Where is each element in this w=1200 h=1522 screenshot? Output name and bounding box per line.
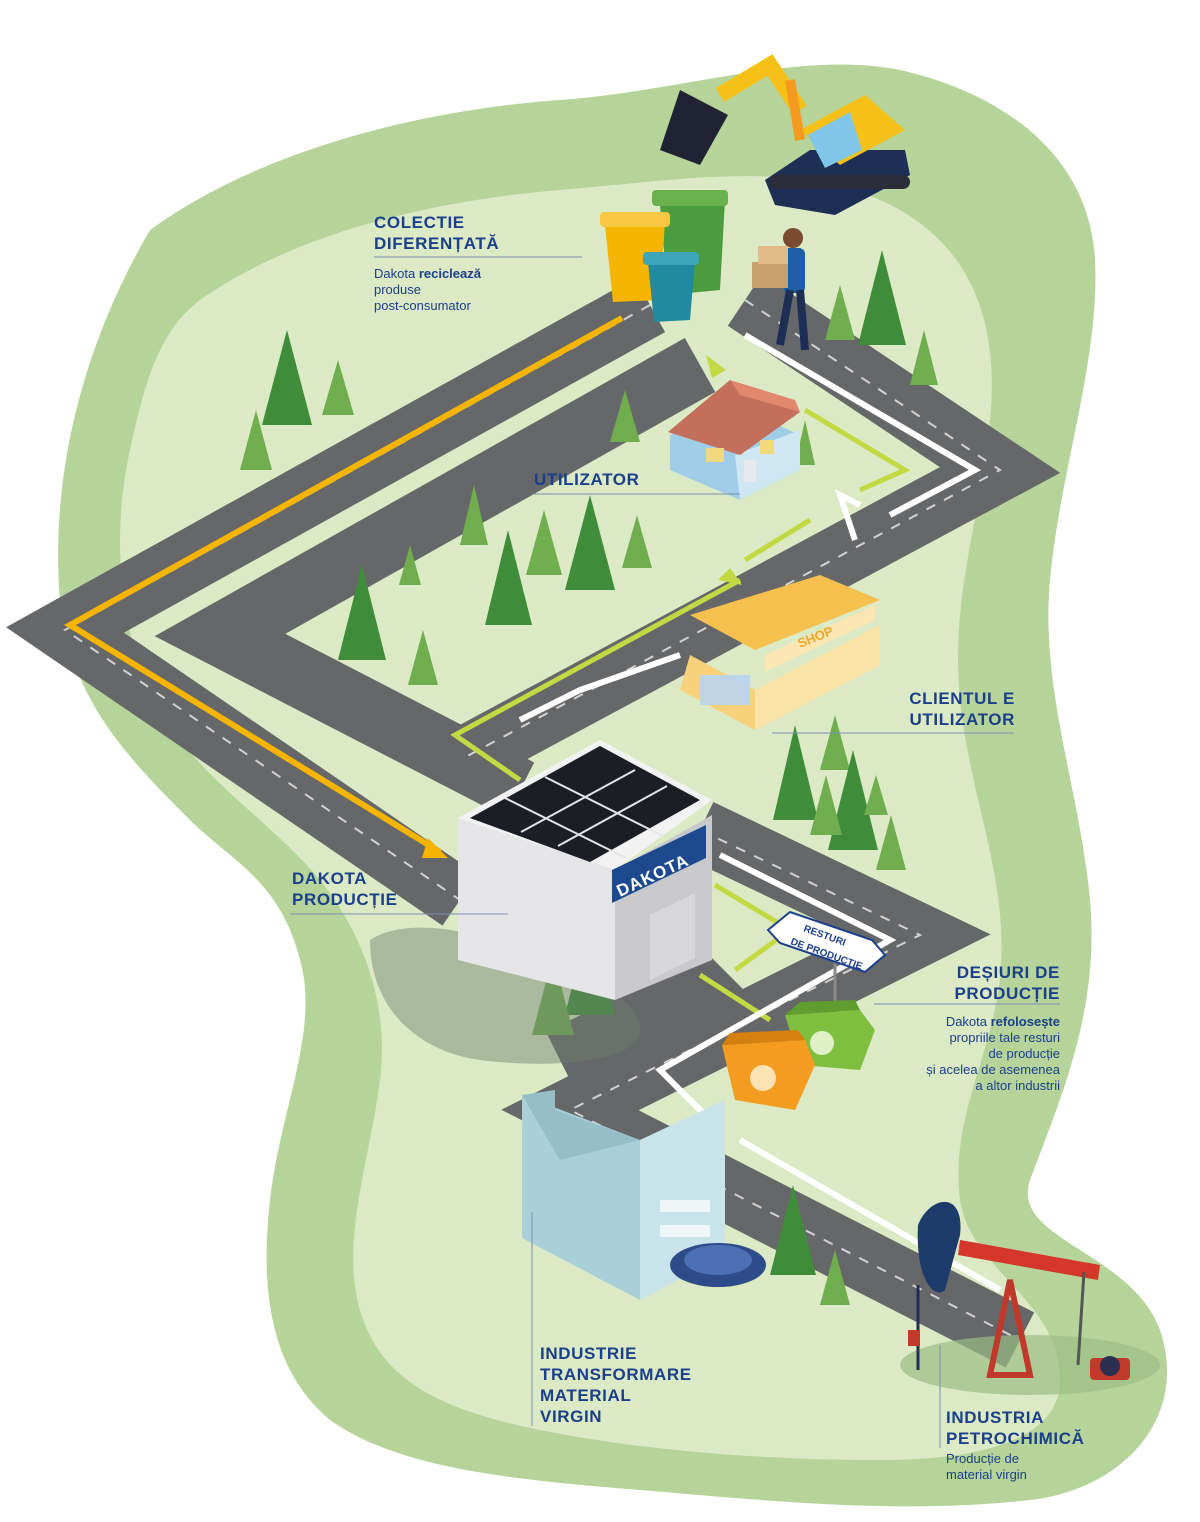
lime-flow-path [450, 577, 742, 783]
lime-flow-path-3 [803, 407, 911, 493]
label-dakota-productie-title-1: DAKOTA [292, 869, 368, 888]
tree [262, 330, 312, 425]
shop [680, 575, 880, 730]
tree [408, 630, 438, 685]
label-clientul-title-2: UTILIZATOR [909, 710, 1015, 729]
lime-arrow-head-shop [718, 568, 742, 585]
recycling-bins [600, 190, 728, 322]
white-flow-path [518, 652, 681, 723]
label-colectie: COLECTIE DIFERENȚATĂ Dakota reciclează p… [374, 212, 499, 314]
label-deseuri-desc-pre: Dakota [945, 1014, 991, 1029]
label-petrochimica-title-1: INDUSTRIA [946, 1408, 1044, 1427]
label-deseuri-desc-2: propriile tale resturi [949, 1030, 1060, 1045]
tree [810, 775, 842, 835]
tree [770, 1185, 816, 1275]
label-deseuri-desc-3: de producție [988, 1046, 1060, 1061]
label-industrie-transformare-4: VIRGIN [540, 1407, 603, 1426]
label-petrochimica: INDUSTRIA PETROCHIMICĂ Producție de mate… [946, 1407, 1084, 1483]
tree [460, 485, 488, 545]
label-colectie-desc-bold: reciclează [418, 266, 481, 281]
label-clientul: CLIENTUL E UTILIZATOR [850, 688, 1015, 730]
label-petrochimica-desc-2: material virgin [946, 1467, 1027, 1482]
label-deseuri-title-1: DEȘIURI DE [956, 963, 1060, 982]
label-utilizator: UTILIZATOR [534, 469, 639, 490]
label-deseuri-desc-4: și acelea de asemenea [926, 1062, 1060, 1077]
processing-plant [522, 1090, 766, 1300]
tree [773, 725, 818, 820]
white-flow-path-2 [743, 332, 982, 518]
tree [622, 515, 652, 568]
tree [910, 330, 938, 385]
label-clientul-title-1: CLIENTUL E [909, 689, 1015, 708]
white-flow-path-4 [738, 1137, 1002, 1293]
resturi-sign [766, 910, 887, 1005]
label-utilizator-title: UTILIZATOR [534, 470, 640, 489]
lime-arrow-head-house [706, 355, 726, 378]
label-colectie-title-1: COLECTIE [374, 213, 465, 232]
leader-lines [290, 256, 1060, 1448]
tree [565, 495, 615, 590]
person-with-boxes [752, 228, 809, 351]
label-industrie-transformare-2: TRANSFORMARE [540, 1365, 692, 1384]
label-dakota-productie-title-2: PRODUCȚIE [292, 890, 398, 909]
tree [532, 955, 574, 1035]
factory-shadow [370, 927, 640, 1064]
tree [820, 1250, 850, 1305]
orange-arrow-head [422, 838, 448, 858]
white-flow-path-5 [834, 489, 862, 541]
tree [610, 390, 640, 442]
tree [858, 250, 906, 345]
label-colectie-title-2: DIFERENȚATĂ [374, 234, 500, 253]
oil-pumpjack [900, 1201, 1160, 1395]
tree [864, 775, 888, 815]
label-petrochimica-title-2: PETROCHIMICĂ [946, 1429, 1085, 1448]
label-industrie-transformare-3: MATERIAL [540, 1386, 632, 1405]
tree [526, 510, 562, 575]
tree [820, 715, 850, 770]
tree [322, 360, 354, 415]
excavator [660, 54, 910, 215]
label-industrie-transformare: INDUSTRIE TRANSFORMARE MATERIAL VIRGIN [540, 1343, 692, 1427]
label-industrie-transformare-1: INDUSTRIE [540, 1344, 638, 1363]
lime-flow-path-2 [743, 517, 812, 563]
tree [828, 750, 878, 850]
label-deseuri-desc-1: Dakota refolosește [880, 1014, 1060, 1030]
label-colectie-desc-2: produse [374, 282, 421, 297]
label-colectie-desc-1: Dakota reciclează [374, 266, 499, 282]
label-petrochimica-desc-1: Producție de [946, 1451, 1019, 1466]
label-colectie-desc-pre: Dakota [374, 266, 419, 281]
white-flow-path-3 [655, 852, 897, 1123]
label-dakota-productie: DAKOTA PRODUCȚIE [292, 868, 398, 910]
label-deseuri-desc-bold: refolosește [990, 1014, 1060, 1029]
label-deseuri-desc-5: a altor industrii [975, 1078, 1060, 1093]
label-deseuri-title-2: PRODUCȚIE [954, 984, 1060, 1003]
label-colectie-desc-3: post-consumator [374, 298, 471, 313]
tree [240, 410, 272, 470]
tree [825, 285, 855, 340]
trees [240, 250, 938, 1305]
label-deseuri: DEȘIURI DE PRODUCȚIE Dakota refolosește … [880, 962, 1060, 1094]
tree [876, 815, 906, 870]
tree [485, 530, 532, 625]
tree [338, 565, 386, 660]
tree [399, 545, 421, 585]
orange-flow-path [64, 315, 624, 855]
waste-skips [722, 1000, 875, 1110]
road-inner-zigzag [154, 337, 716, 818]
dakota-factory [458, 740, 712, 1000]
house [668, 380, 800, 500]
